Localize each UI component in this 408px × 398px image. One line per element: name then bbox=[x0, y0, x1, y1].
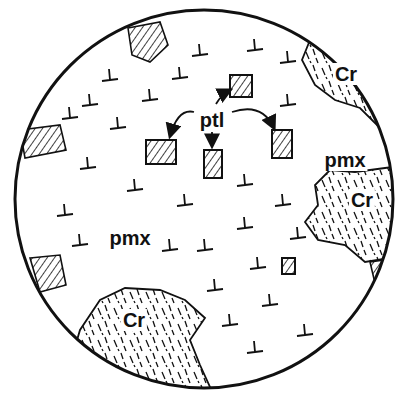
mineral-label: ptl bbox=[198, 109, 226, 131]
mineral-label: pmx bbox=[322, 149, 367, 171]
mineral-label: Cr bbox=[333, 63, 359, 85]
mineral-label: pmx bbox=[107, 227, 152, 249]
mineral-label: Cr bbox=[349, 189, 375, 211]
mineral-label: Cr bbox=[121, 309, 147, 331]
